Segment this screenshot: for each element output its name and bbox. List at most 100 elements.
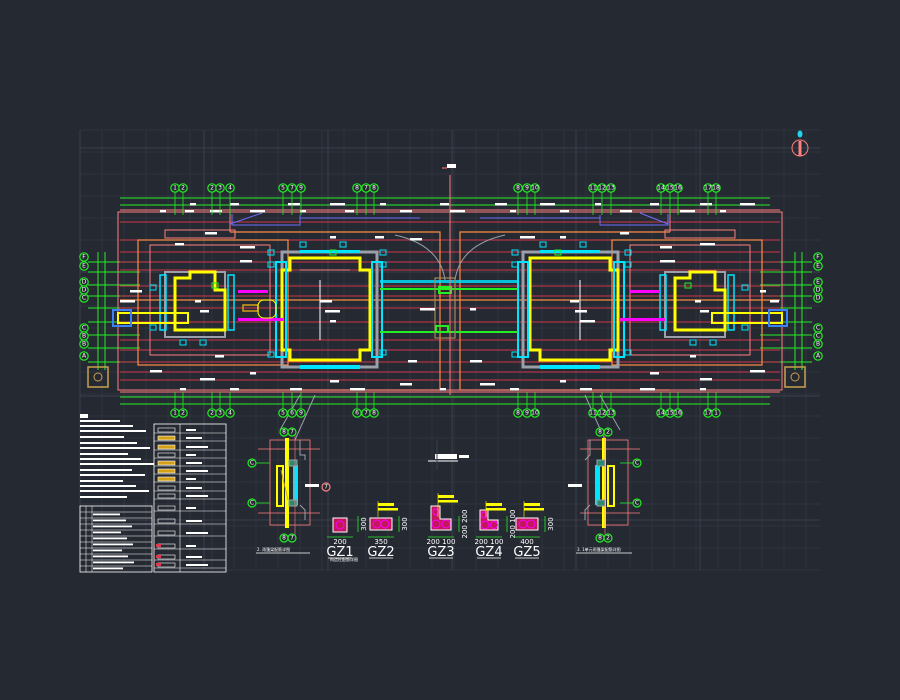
note-line xyxy=(80,480,123,482)
column-label: GZ4 xyxy=(475,545,502,560)
right-axis-bubble: E xyxy=(813,261,823,271)
svg-text:C: C xyxy=(635,460,639,467)
annotation-text xyxy=(230,203,239,206)
top-axis-bubble: 15 xyxy=(665,183,675,193)
dimension-height: 300 xyxy=(547,517,555,530)
legend-marker xyxy=(156,563,161,566)
svg-text:2: 2 xyxy=(210,410,214,417)
bottom-axis-bubble: 14 xyxy=(656,408,666,418)
annotation-text xyxy=(330,203,345,206)
top-axis-bubble: 8 xyxy=(513,183,523,193)
annotation-text xyxy=(330,380,339,383)
top-axis-bubble: 11 xyxy=(588,183,598,193)
right-axis-bubble: D xyxy=(813,285,823,295)
top-axis-bubble: 18 xyxy=(711,183,721,193)
legend-text xyxy=(186,556,202,558)
rebar-tag xyxy=(378,503,394,506)
svg-text:8: 8 xyxy=(355,185,359,192)
top-axis-bubble: 9 xyxy=(522,183,532,193)
annotation-text xyxy=(640,388,655,391)
svg-text:C: C xyxy=(82,295,86,302)
svg-text:C: C xyxy=(635,500,639,507)
dimension-height: 200 200 xyxy=(461,510,469,539)
annotation-text xyxy=(650,203,659,206)
annotation-text xyxy=(575,310,587,313)
structural-floor-plan[interactable] xyxy=(87,175,812,441)
note-line xyxy=(80,485,136,487)
svg-text:1: 1 xyxy=(173,185,177,192)
column-marker xyxy=(689,339,697,346)
svg-text:A: A xyxy=(816,353,821,360)
column-marker xyxy=(709,339,717,346)
legend-symbol xyxy=(157,493,176,499)
top-axis-bubble: 16 xyxy=(673,183,683,193)
north-arrow-icon xyxy=(791,130,809,157)
bottom-axis-bubble: 1 xyxy=(711,408,721,418)
annotation-text xyxy=(350,388,365,391)
annotation-text xyxy=(130,290,142,293)
rebar-tag xyxy=(438,500,458,503)
annotation-text xyxy=(700,243,715,246)
annotation-text xyxy=(420,308,435,311)
note-line xyxy=(80,447,150,449)
dimension-height: 300 xyxy=(401,517,409,530)
svg-text:5: 5 xyxy=(281,410,285,417)
note-line xyxy=(80,463,154,465)
annotation-text xyxy=(700,388,706,391)
annotation-text xyxy=(195,300,201,303)
column-marker xyxy=(329,249,337,256)
legend-symbol xyxy=(157,427,176,433)
legend-text xyxy=(186,507,196,509)
foundation-pad-right xyxy=(784,366,806,388)
annotation-text xyxy=(380,203,386,206)
annotation-text xyxy=(300,210,306,213)
svg-text:14: 14 xyxy=(657,410,665,417)
legend-marker xyxy=(156,555,161,558)
svg-text:2: 2 xyxy=(606,535,610,542)
svg-text:7: 7 xyxy=(364,410,368,417)
svg-text:12: 12 xyxy=(598,185,606,192)
svg-text:F: F xyxy=(816,254,820,261)
legend-symbol xyxy=(157,452,176,458)
svg-text:16: 16 xyxy=(674,185,682,192)
annotation-text xyxy=(200,378,215,381)
beam-table-text xyxy=(93,567,123,570)
svg-text:13: 13 xyxy=(607,185,615,192)
right-wing xyxy=(620,270,788,338)
legend-symbol xyxy=(157,518,176,524)
svg-text:14: 14 xyxy=(657,185,665,192)
bottom-axis-bubble: 8 xyxy=(369,408,379,418)
annotation-text xyxy=(190,203,196,206)
left-axis-bubble: D xyxy=(79,277,89,287)
annotation-text xyxy=(595,203,601,206)
annotation-text xyxy=(510,388,519,391)
svg-text:10: 10 xyxy=(531,185,539,192)
svg-text:D: D xyxy=(82,287,87,294)
annotation-text xyxy=(660,246,672,249)
annotation-text xyxy=(210,210,222,213)
right-axis-bubble: E xyxy=(813,277,823,287)
svg-text:3: 3 xyxy=(218,410,222,417)
svg-text:8: 8 xyxy=(598,429,602,436)
annotation-text xyxy=(290,388,302,391)
note-line xyxy=(80,425,133,427)
annotation-text xyxy=(660,260,675,263)
svg-text:8: 8 xyxy=(372,185,376,192)
top-axis-bubble: 10 xyxy=(530,183,540,193)
annotation-text xyxy=(180,388,186,391)
left-axis-bubble: C xyxy=(79,293,89,303)
annotation-text xyxy=(560,380,566,383)
svg-text:E: E xyxy=(816,263,820,270)
column-marker xyxy=(299,241,307,248)
left-axis-bubble: A xyxy=(79,351,89,361)
svg-text:6: 6 xyxy=(355,410,359,417)
svg-text:B: B xyxy=(82,341,86,348)
note-line xyxy=(80,430,146,432)
right-axis-bubble: C xyxy=(813,331,823,341)
legend-text xyxy=(186,495,208,497)
bottom-axis-bubble: 11 xyxy=(588,408,598,418)
